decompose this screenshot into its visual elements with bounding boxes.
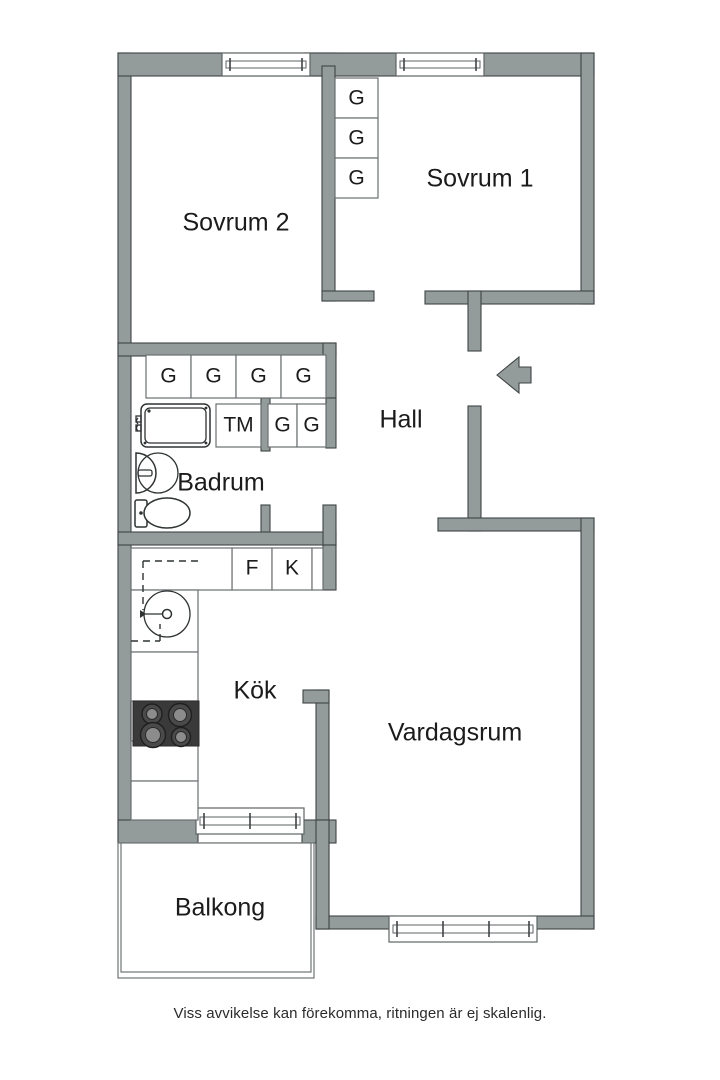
hob-burner-top-left — [141, 703, 163, 725]
cabinet-label: F — [246, 557, 259, 580]
wall-outer-left — [117, 52, 132, 844]
kitchen-sink — [131, 560, 198, 642]
cabinet-label: G — [303, 414, 319, 437]
balcony-area — [117, 842, 315, 979]
cabinet-hall-tm[interactable]: TM — [215, 403, 262, 448]
cabinet-sovrum1-g-3[interactable]: G — [334, 157, 379, 199]
wall-kok-bottom-left — [117, 819, 199, 844]
wall-kok-right-stub — [302, 689, 330, 704]
cabinet-label: G — [295, 365, 311, 388]
wall-badrum-bottom — [117, 531, 337, 546]
window-kok-balcony-door — [195, 807, 305, 835]
cabinet-label: G — [348, 87, 364, 110]
cabinet-label: G — [274, 414, 290, 437]
washbasin — [135, 452, 179, 494]
kitchen-counter-left-2 — [130, 651, 199, 702]
wall-sovrum1-bottom — [424, 290, 595, 305]
wall-outer-right-upper — [580, 52, 595, 305]
wall-entry-jamb-upper — [467, 290, 482, 352]
wall-hall-left-lower — [322, 504, 337, 546]
cabinet-label: G — [250, 365, 266, 388]
cabinet-label: K — [285, 557, 299, 580]
wall-outer-top-middle — [304, 52, 402, 77]
room-label-sovrum2: Sovrum 2 — [183, 209, 290, 237]
cabinets-group: G G G G G G — [145, 77, 379, 591]
window-sovrum2-top — [221, 52, 311, 77]
room-label-kok: Kök — [233, 677, 277, 705]
cabinet-label: G — [348, 167, 364, 190]
wall-hall-bottom — [437, 517, 595, 532]
room-labels-group: Sovrum 2 Sovrum 1 Hall Badrum Kök Vardag… — [175, 165, 534, 922]
cabinet-kok-f[interactable]: F — [231, 547, 273, 591]
cabinet-hall-g-3[interactable]: G — [235, 354, 282, 399]
cabinet-hall-g-4[interactable]: G — [280, 354, 327, 399]
wall-hall-left-mid — [325, 397, 337, 449]
disclaimer-caption: Viss avvikelse kan förekomma, ritningen … — [173, 1005, 547, 1022]
fixtures-group — [131, 403, 211, 749]
room-label-vardagsrum: Vardagsrum — [388, 719, 522, 747]
wall-kok-right-upper — [322, 544, 337, 591]
window-vardagsrum-bot — [388, 915, 538, 943]
cabinet-label: G — [205, 365, 221, 388]
kitchen-counter-top — [130, 547, 233, 591]
cabinet-kok-filler[interactable] — [311, 547, 324, 591]
cabinet-label: G — [348, 127, 364, 150]
cabinet-sovrum1-g-2[interactable]: G — [334, 117, 379, 159]
window-sovrum1-top — [395, 52, 485, 77]
room-label-sovrum1: Sovrum 1 — [427, 165, 534, 193]
wall-hall-right — [467, 405, 482, 532]
kitchen-counter-left-4 — [130, 780, 199, 821]
entrance-arrow[interactable] — [496, 355, 532, 395]
cabinet-hall-g-5[interactable]: G — [267, 403, 298, 448]
kitchen-counter-left-1 — [130, 589, 199, 653]
cabinet-label: TM — [223, 414, 253, 437]
cabinet-sovrum1-g-1[interactable]: G — [334, 77, 379, 119]
windows-group — [195, 52, 538, 943]
wall-sovrum2-bottom — [117, 342, 337, 357]
hob-burner-bottom-right — [170, 726, 192, 748]
kitchen-counter-left-3 — [130, 740, 199, 782]
wall-vardagsrum-bottom-right — [529, 915, 595, 930]
cabinet-hall-g-1[interactable]: G — [145, 354, 192, 399]
stove-hob — [132, 700, 200, 749]
toilet — [134, 497, 191, 529]
cabinet-hall-g-6[interactable]: G — [296, 403, 327, 448]
cabinet-hall-g-2[interactable]: G — [190, 354, 237, 399]
hob-burner-bottom-left — [139, 721, 167, 749]
room-label-badrum: Badrum — [177, 469, 265, 497]
wall-sovrum-divider-foot — [321, 290, 375, 302]
wall-balcony-right — [315, 819, 330, 930]
cabinet-kok-k[interactable]: K — [271, 547, 313, 591]
cabinet-label: G — [160, 365, 176, 388]
room-label-balkong: Balkong — [175, 894, 265, 922]
wall-outer-top-right — [478, 52, 595, 77]
wall-outer-right-lower — [580, 517, 595, 930]
room-label-hall: Hall — [379, 406, 422, 434]
hob-burner-top-right — [167, 702, 193, 728]
wall-sovrum-divider — [321, 65, 336, 302]
balcony-railing — [120, 842, 312, 973]
kitchen-counter-group — [130, 547, 233, 821]
bathtub — [135, 403, 211, 448]
